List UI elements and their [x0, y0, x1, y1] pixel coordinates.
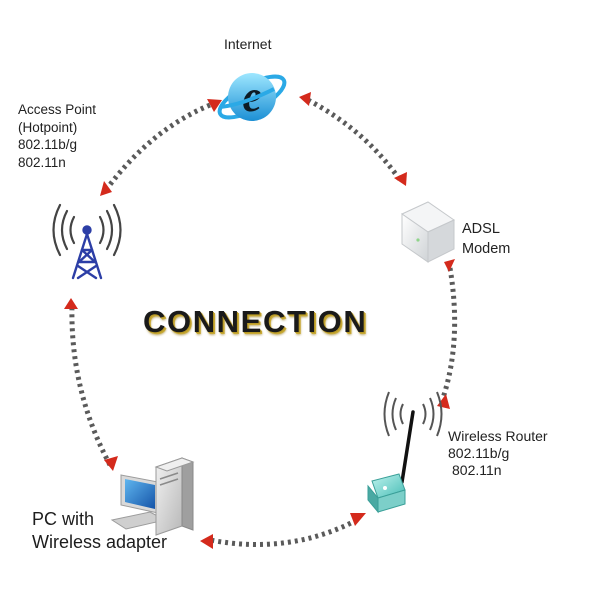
pc-label-line-2: Wireless adapter [32, 532, 168, 552]
tower-beacon [82, 225, 92, 235]
internet-label-line: Internet [224, 36, 272, 52]
link-router-pc [209, 517, 359, 547]
link-internet-access-point [103, 102, 211, 192]
arrow-into-access-point-bottom [64, 298, 78, 309]
arrow-into-router-bottom [350, 513, 366, 526]
modem-label-line-2: Modem [462, 241, 511, 257]
access-point-standard-bg: 802.11b/g [18, 137, 78, 152]
router-body-side [377, 489, 406, 513]
arrow-into-access-point [100, 181, 112, 196]
router-signal-waves [383, 391, 443, 437]
internet-icon-orbit-front [219, 87, 275, 109]
desktop-pc-icon[interactable] [110, 457, 195, 536]
router-led [383, 486, 387, 490]
arrow-into-pc-right [200, 534, 213, 549]
arrow-into-internet-right [299, 92, 311, 106]
arrowheads [64, 92, 455, 549]
arrow-into-internet-left [207, 99, 222, 112]
access-point-tower-icon[interactable] [52, 203, 122, 280]
diagram-title: CONNECTION [143, 304, 368, 339]
internet-label: Internet [224, 35, 271, 53]
pc-monitor-screen [125, 479, 155, 509]
arrow-into-modem-bottom [444, 259, 455, 272]
router-standard-n: 802.11n [452, 462, 502, 478]
access-point-standard-n: 802.11n [18, 154, 66, 170]
pc-label-line-1: PC with [32, 509, 95, 529]
connection-ring [69, 97, 458, 547]
pc-tower-side [181, 457, 194, 531]
adsl-modem-icon[interactable] [400, 201, 456, 263]
router-label: Wireless Router 802.11b/g 802.11n [448, 428, 548, 479]
modem-label-line-1: ADSL [462, 221, 500, 237]
access-point-alias: (Hotpoint) [18, 119, 78, 135]
access-point-name: Access Point [18, 102, 97, 117]
modem-side-face [427, 219, 455, 263]
tower-braces [76, 248, 98, 280]
router-standard-bg: 802.11b/g [448, 445, 510, 461]
arrow-into-modem [394, 172, 407, 186]
link-modem-router [440, 267, 458, 399]
tower-legs [71, 232, 103, 280]
pc-drive-bay [159, 472, 179, 480]
link-internet-modem [306, 97, 403, 182]
tower-signal-waves [52, 203, 122, 257]
pc-drive-bay-2 [159, 478, 179, 486]
internet-explorer-icon[interactable]: e [214, 69, 290, 126]
internet-icon-letter: e [242, 72, 262, 121]
modem-label: ADSL Modem [462, 219, 510, 259]
pc-label: PC with Wireless adapter [32, 508, 167, 554]
modem-led [416, 238, 420, 242]
arrow-into-pc-top [104, 456, 118, 471]
pc-tower-top [154, 457, 195, 472]
wireless-router-icon[interactable] [367, 391, 443, 514]
router-antenna [400, 410, 415, 484]
link-pc-access-point [69, 304, 113, 467]
router-name: Wireless Router [448, 428, 548, 444]
access-point-label: Access Point (Hotpoint) 802.11b/g 802.11… [18, 101, 96, 171]
